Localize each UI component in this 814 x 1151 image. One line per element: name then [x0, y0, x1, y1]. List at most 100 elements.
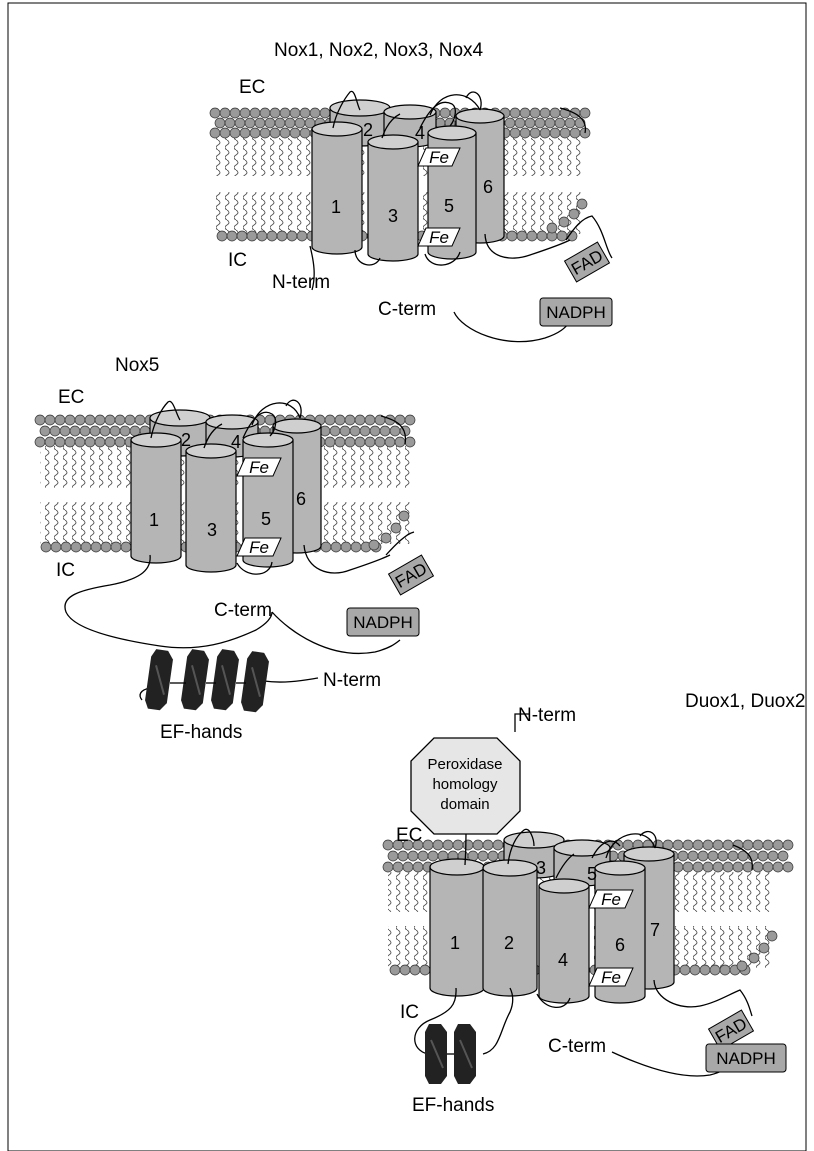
- lipid-head: [381, 533, 391, 543]
- helix-body: [483, 868, 537, 996]
- helix-1: [131, 433, 181, 563]
- ec-label: EC: [239, 77, 265, 98]
- lipid-head: [297, 231, 307, 241]
- lipid-head: [325, 415, 335, 425]
- lipid-head: [400, 965, 410, 975]
- lipid-head: [55, 415, 65, 425]
- lipid-head: [335, 437, 345, 447]
- lipid-head: [575, 118, 585, 128]
- ef-hands: [144, 649, 270, 713]
- lipid-head: [321, 542, 331, 552]
- lipid-head: [280, 108, 290, 118]
- lipid-head: [115, 437, 125, 447]
- lipid-head: [440, 108, 450, 118]
- lipid-head: [255, 118, 265, 128]
- lipid-head: [80, 426, 90, 436]
- helix-top: [186, 444, 236, 458]
- lipid-head: [703, 862, 713, 872]
- lipid-head: [428, 851, 438, 861]
- lipid-head: [559, 217, 569, 227]
- lipid-head: [51, 542, 61, 552]
- lipid-head: [285, 118, 295, 128]
- lipid-head: [217, 231, 227, 241]
- c-term-label: C-term: [214, 600, 272, 621]
- lipid-head: [783, 840, 793, 850]
- lipid-head: [680, 965, 690, 975]
- lipid-head: [240, 108, 250, 118]
- lipid-head: [483, 840, 493, 850]
- lipid-head: [380, 426, 390, 436]
- helix-top: [150, 410, 210, 426]
- lipid-head: [267, 231, 277, 241]
- lipid-head: [71, 542, 81, 552]
- lipid-head: [325, 437, 335, 447]
- helix-4-label: 4: [415, 123, 425, 143]
- lipid-head: [478, 851, 488, 861]
- lipid-head: [443, 840, 453, 850]
- lipid-head: [488, 851, 498, 861]
- lipid-head: [463, 840, 473, 850]
- lipid-head: [753, 840, 763, 850]
- lipid-head: [40, 426, 50, 436]
- helix-top: [273, 419, 321, 433]
- lipid-head: [220, 108, 230, 118]
- lipid-head: [673, 840, 683, 850]
- lipid-head: [310, 108, 320, 118]
- lipid-head: [759, 943, 769, 953]
- nadph-box: NADPH: [347, 608, 419, 636]
- lipid-head: [210, 108, 220, 118]
- lipid-head: [391, 523, 401, 533]
- ec-label: EC: [396, 825, 422, 846]
- lipid-head: [70, 426, 80, 436]
- lipid-head: [520, 108, 530, 118]
- lipid-head: [60, 426, 70, 436]
- lipid-head: [393, 862, 403, 872]
- helix-top: [624, 847, 674, 861]
- lipid-head: [418, 851, 428, 861]
- lipid-head: [300, 108, 310, 118]
- lipid-head: [517, 231, 527, 241]
- lipid-head: [688, 851, 698, 861]
- lipid-head: [693, 840, 703, 850]
- lipid-head: [713, 840, 723, 850]
- lipid-head: [230, 108, 240, 118]
- lipid-head: [540, 108, 550, 118]
- ef-hands: [425, 1024, 476, 1084]
- lipid-head: [678, 851, 688, 861]
- helix-top: [330, 100, 390, 116]
- nadph-label: NADPH: [353, 613, 413, 632]
- lipid-head: [778, 851, 788, 861]
- c-term-label: C-term: [378, 299, 436, 320]
- lipid-head: [710, 965, 720, 975]
- lipid-head: [763, 862, 773, 872]
- lipid-head: [365, 437, 375, 447]
- lipid-head: [395, 415, 405, 425]
- lipid-head: [345, 437, 355, 447]
- n-term-label: N-term: [323, 670, 381, 691]
- lipid-head: [723, 840, 733, 850]
- fe-upper-label: Fe: [249, 458, 269, 477]
- helix-3: [368, 135, 418, 261]
- lipid-head: [530, 128, 540, 138]
- helix-5-label: 5: [587, 864, 597, 884]
- lipid-head: [683, 862, 693, 872]
- lipid-head: [545, 118, 555, 128]
- helix-top: [595, 861, 645, 875]
- lipid-head: [493, 840, 503, 850]
- ef-hand: [210, 649, 240, 711]
- ic-label: IC: [56, 560, 75, 581]
- lipid-head: [360, 426, 370, 436]
- lipid-head: [240, 128, 250, 138]
- lipid-head: [257, 231, 267, 241]
- lipid-head: [35, 415, 45, 425]
- lipid-head: [547, 223, 557, 233]
- lipid-head: [473, 840, 483, 850]
- lipid-head: [390, 965, 400, 975]
- lipid-head: [753, 862, 763, 872]
- helix-top: [312, 122, 362, 136]
- peroxidase-domain: Peroxidase homology domain: [411, 738, 520, 834]
- lipid-head: [555, 118, 565, 128]
- lipid-head: [703, 840, 713, 850]
- lipid-head: [773, 840, 783, 850]
